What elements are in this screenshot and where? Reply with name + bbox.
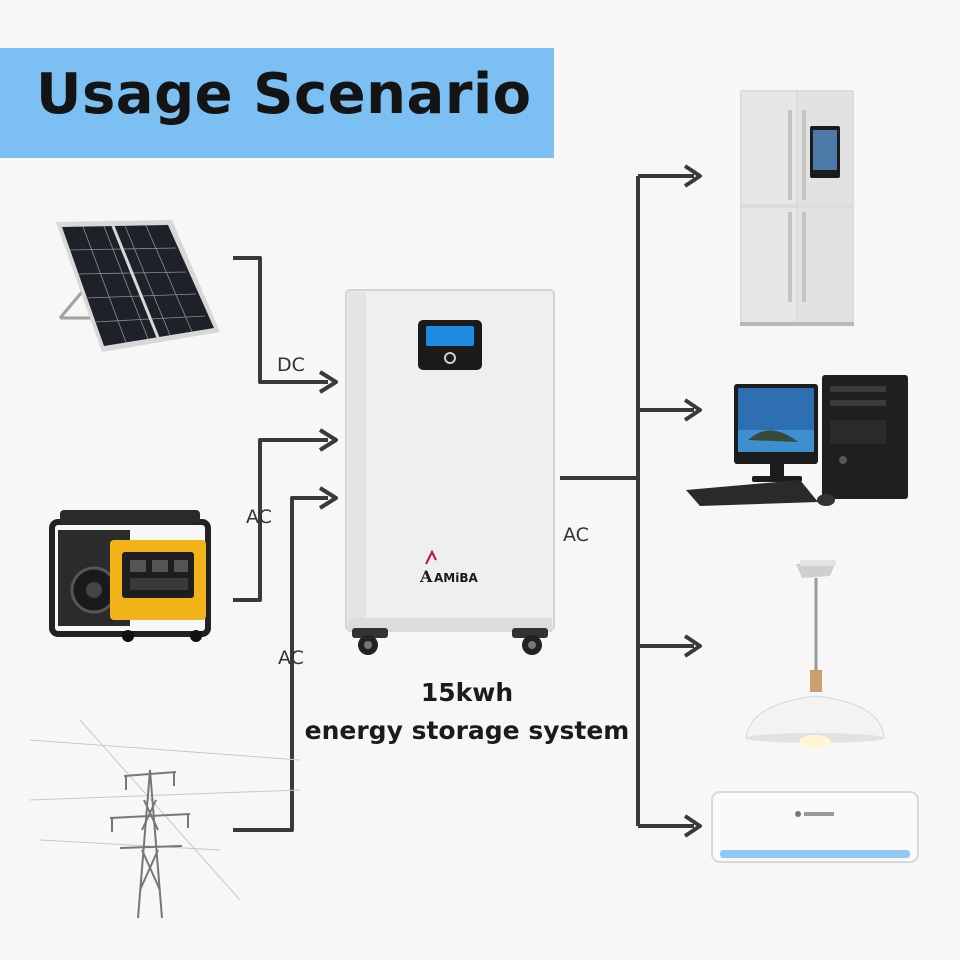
ac-label-output: AC <box>563 524 589 546</box>
brand-text: AMiBA <box>434 571 478 585</box>
cabinet-wheels <box>352 628 548 655</box>
energy-storage-cabinet <box>345 289 555 632</box>
power-grid-icon <box>29 719 301 919</box>
ac-label-generator: AC <box>246 506 272 528</box>
cabinet-display <box>418 320 482 370</box>
ac-label-grid: AC <box>278 647 304 669</box>
pendant-lamp-icon <box>745 560 885 749</box>
desktop-computer-icon <box>686 375 908 506</box>
connector-generator-ac <box>233 438 328 602</box>
generator-icon <box>49 510 211 642</box>
solar-panel-icon <box>56 220 220 352</box>
title-banner <box>0 48 554 158</box>
page-title: Usage Scenario <box>36 62 532 127</box>
svg-text:A: A <box>419 567 433 586</box>
air-conditioner-icon <box>711 791 919 863</box>
dc-label-solar: DC <box>277 354 305 376</box>
amiba-logo: A AMiBA <box>419 549 478 586</box>
refrigerator-icon <box>740 90 854 326</box>
connector-solar-dc <box>233 256 328 384</box>
connector-grid-ac <box>233 496 328 832</box>
system-capacity: 15kwh <box>420 678 514 707</box>
system-name: energy storage system <box>304 716 630 745</box>
